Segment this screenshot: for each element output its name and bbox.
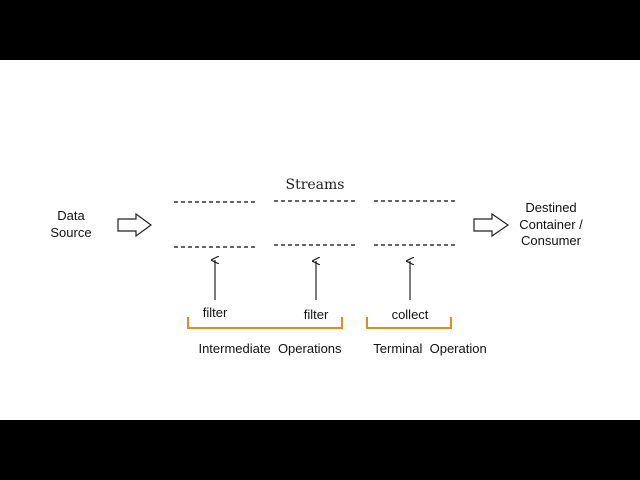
intermediate-operations-label: Intermediate Operations [198, 341, 342, 356]
destination-line3: Consumer [521, 233, 582, 248]
operation-label-filter-2: filter [304, 307, 329, 322]
data-source-line2: Source [50, 225, 91, 240]
streams-diagram: Streams Data Source Destined Container /… [50, 177, 583, 356]
data-source-line1: Data [57, 208, 85, 223]
slide: Streams Data Source Destined Container /… [0, 60, 640, 420]
intermediate-operations-brace [187, 317, 343, 329]
operation-label-collect: collect [392, 307, 429, 322]
streams-title: Streams [285, 177, 344, 193]
operation-label-filter-1: filter [203, 305, 228, 320]
source-block-arrow-icon [117, 212, 153, 238]
destination-line1: Destined [525, 200, 576, 215]
terminal-operation-brace [366, 317, 452, 329]
destination-block-arrow-icon [473, 212, 510, 238]
terminal-operation-label: Terminal Operation [373, 341, 486, 356]
destination-line2: Container / [519, 217, 583, 232]
